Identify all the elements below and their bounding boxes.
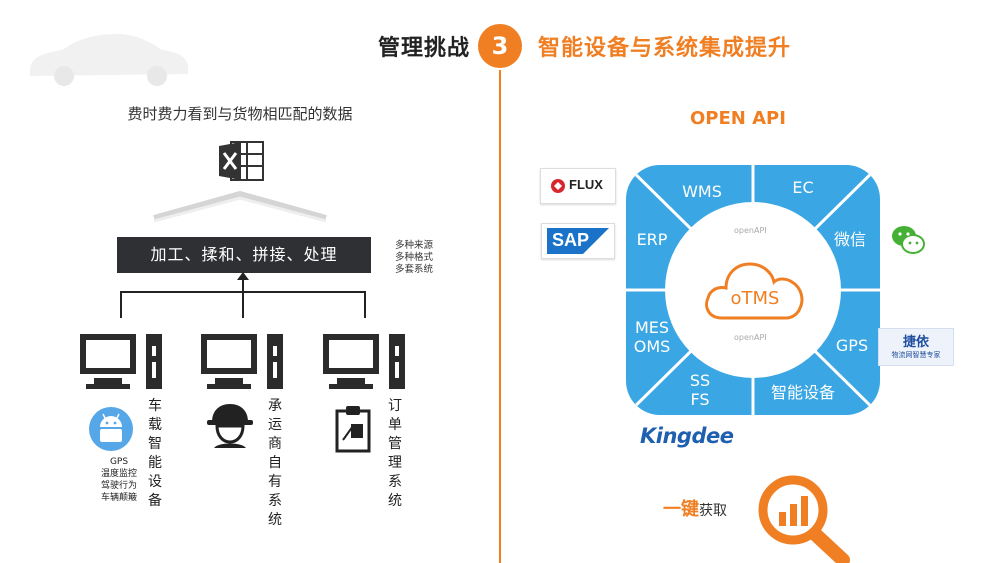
segment-erp: ERP — [636, 230, 668, 249]
device-notes: GPS 温度监控 驾驶行为 车辆颠簸 — [84, 456, 154, 504]
jieyi-subtext: 物流网智慧专家 — [891, 351, 941, 359]
clipboard-icon — [335, 406, 371, 453]
jieyi-text: 捷依 — [902, 335, 929, 350]
sap-badge-icon — [547, 228, 609, 254]
one-key-text: 一键 — [663, 499, 699, 520]
merge-roof-shape — [153, 190, 327, 222]
segment-wms: WMS — [682, 182, 722, 201]
device-note-line: 温度监控 — [100, 469, 137, 479]
flux-logo: FLUX — [540, 168, 616, 204]
open-api-title: OPEN API — [690, 108, 786, 129]
openapi-small-top: openAPI — [734, 226, 767, 235]
challenge-title: 管理挑战 — [377, 36, 470, 61]
segment-ec: EC — [792, 178, 814, 197]
connector-lines — [120, 272, 366, 318]
source-label-carrier: 承 运 商 自 有 系 统 — [268, 398, 282, 528]
source-label-order: 订 单 管 理 系 统 — [388, 398, 402, 509]
flux-mark-icon — [551, 179, 565, 193]
segment-wechat: 微信 — [833, 230, 866, 249]
improvement-title: 智能设备与系统集成提升 — [538, 36, 792, 61]
process-box: 加工、揉和、拼接、处理 — [117, 237, 371, 273]
flux-text: FLUX — [569, 177, 603, 192]
openapi-small-bottom: openAPI — [734, 333, 767, 342]
jieyi-logo: 捷依 物流网智慧专家 — [878, 328, 954, 366]
device-note-line: GPS — [109, 457, 129, 467]
segment-mes: MES OMS — [633, 318, 671, 356]
car-watermark-icon — [30, 34, 188, 86]
note-line: 多种来源 — [395, 240, 434, 251]
segment-smart-devices: 智能设备 — [770, 383, 835, 402]
cloud-icon — [705, 262, 804, 320]
step-badge: 3 — [478, 24, 522, 68]
sap-text: SAP — [552, 230, 590, 250]
device-note-line: 车辆颠簸 — [100, 493, 137, 503]
source-notes: 多种来源 多种格式 多套系统 — [395, 240, 433, 276]
left-subtitle: 费时费力看到与货物相匹配的数据 — [127, 105, 353, 123]
computer-icon — [323, 334, 405, 389]
kingdee-logo: Kingdee — [640, 424, 734, 448]
center-divider — [499, 70, 501, 563]
android-icon — [89, 407, 133, 451]
device-note-line: 驾驶行为 — [100, 481, 137, 491]
center-label: oTMS — [730, 288, 780, 309]
note-line: 多套系统 — [395, 264, 434, 275]
sap-logo: SAP — [541, 223, 615, 259]
wechat-icon — [892, 226, 925, 254]
computer-icon — [201, 334, 283, 389]
note-line: 多种格式 — [395, 252, 434, 263]
one-key-suffix: 获取 — [699, 503, 727, 519]
one-key-label: 一键获取 — [663, 495, 727, 521]
computer-icon — [80, 334, 162, 389]
magnifier-chart-icon — [758, 475, 850, 563]
segment-ss-fs: SS FS — [689, 371, 711, 409]
driver-icon — [207, 404, 253, 448]
segment-gps: GPS — [835, 336, 869, 355]
source-label-vehicle: 车 载 智 能 设 备 — [148, 398, 162, 509]
excel-icon — [219, 141, 264, 181]
